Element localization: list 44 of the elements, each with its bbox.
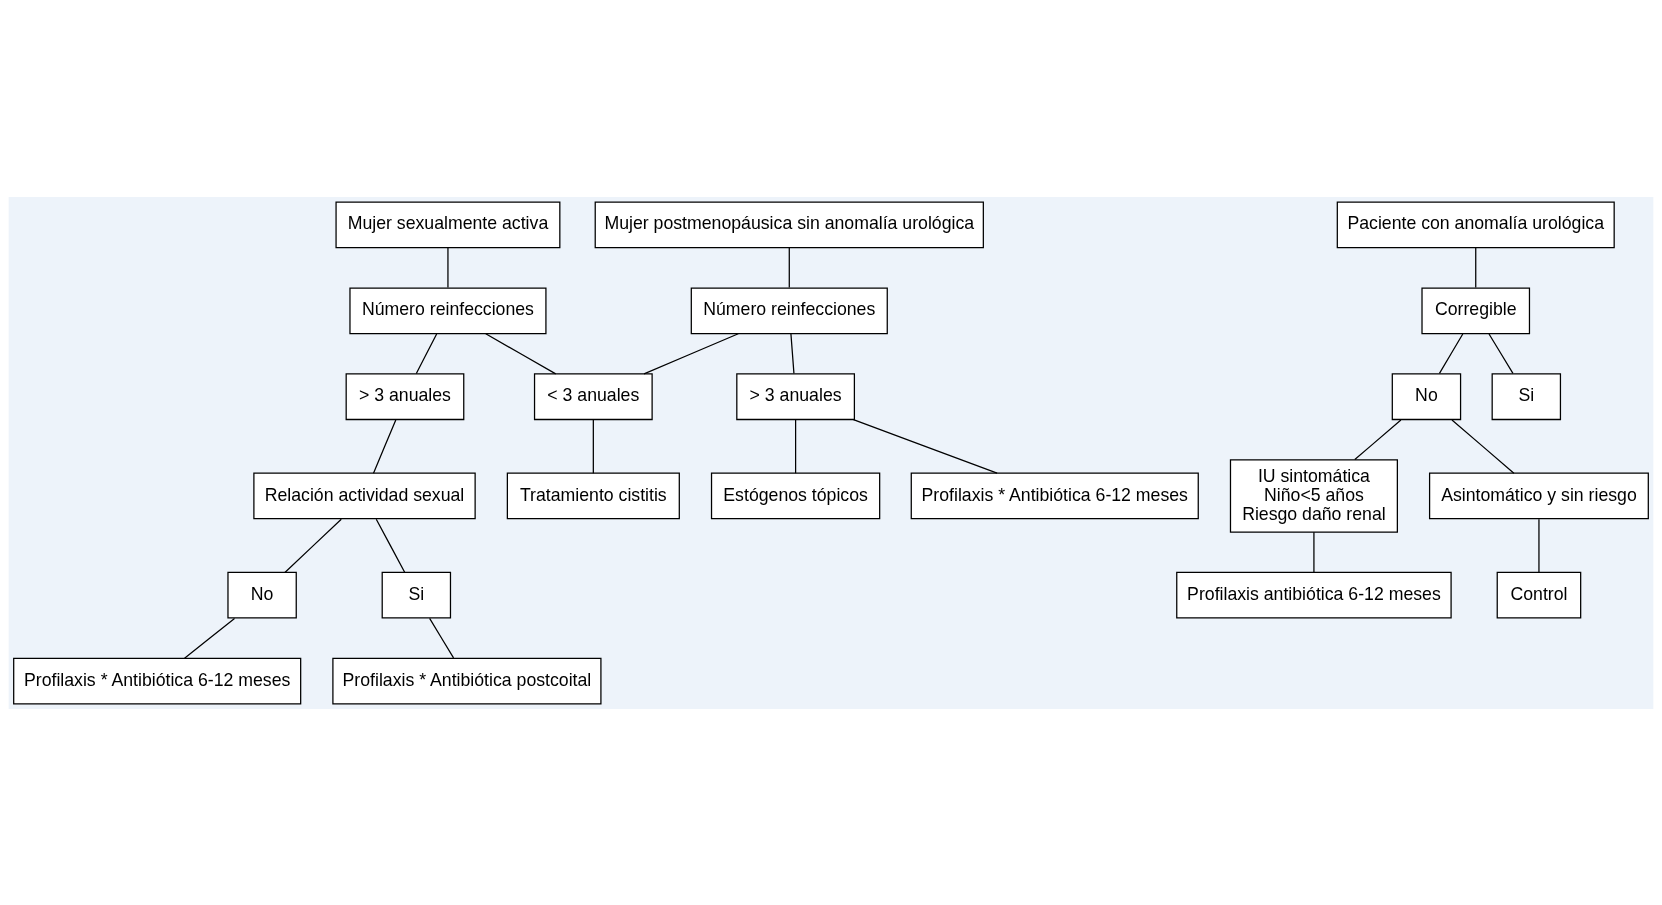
connector (1313, 531, 1315, 573)
connector (1538, 518, 1540, 573)
connector (788, 246, 790, 288)
connector (1438, 332, 1464, 374)
connector (284, 518, 342, 573)
node-box: > 3 anuales (345, 372, 465, 420)
node-box: Profilaxis antibiótica 6-12 meses (1176, 571, 1452, 619)
connector (447, 246, 449, 288)
node-box: Paciente con anomalía urológica (1336, 200, 1615, 248)
node-box: Asintomático y sin riesgo (1428, 472, 1649, 519)
node-box: Estógenos tópicos (710, 472, 881, 519)
node-box: Corregible (1421, 286, 1531, 334)
connector (1475, 246, 1477, 288)
connector (852, 418, 998, 474)
connector (592, 418, 594, 474)
node-box: Tratamiento cistitis (506, 472, 680, 519)
node-box: Mujer postmenopáusica sin anomalía urológica (594, 200, 984, 248)
node-box: IU sintomática Niño<5 años Riesgo daño renal (1229, 458, 1398, 533)
node-box: Número reinfecciones (349, 286, 547, 334)
node-box: Profilaxis * Antibiótica 6-12 meses (910, 472, 1199, 519)
node-box: Mujer sexualmente activa (335, 200, 561, 248)
connector (485, 332, 557, 374)
connector (183, 617, 236, 659)
connector (1488, 332, 1514, 374)
node-box: No (1391, 372, 1462, 420)
connector (790, 332, 795, 374)
node-box: Relación actividad sexual (253, 472, 476, 519)
connector (375, 518, 406, 573)
connector (1354, 418, 1402, 460)
connector (1451, 418, 1515, 474)
connector (429, 617, 455, 658)
node-box: Control (1496, 571, 1582, 619)
node-box: > 3 anuales (736, 372, 855, 420)
connector (415, 332, 438, 374)
node-box: Profilaxis * Antibiótica postcoital (332, 657, 602, 705)
node-box: No (227, 571, 297, 619)
node-box: Si (1491, 372, 1562, 420)
connector (794, 418, 797, 474)
node-box: Profilaxis * Antibiótica 6-12 meses (13, 657, 302, 705)
connector (643, 332, 739, 374)
node-box: Si (381, 571, 452, 619)
node-box: < 3 anuales (533, 372, 653, 420)
node-box: Número reinfecciones (690, 286, 888, 334)
connector (372, 418, 397, 474)
